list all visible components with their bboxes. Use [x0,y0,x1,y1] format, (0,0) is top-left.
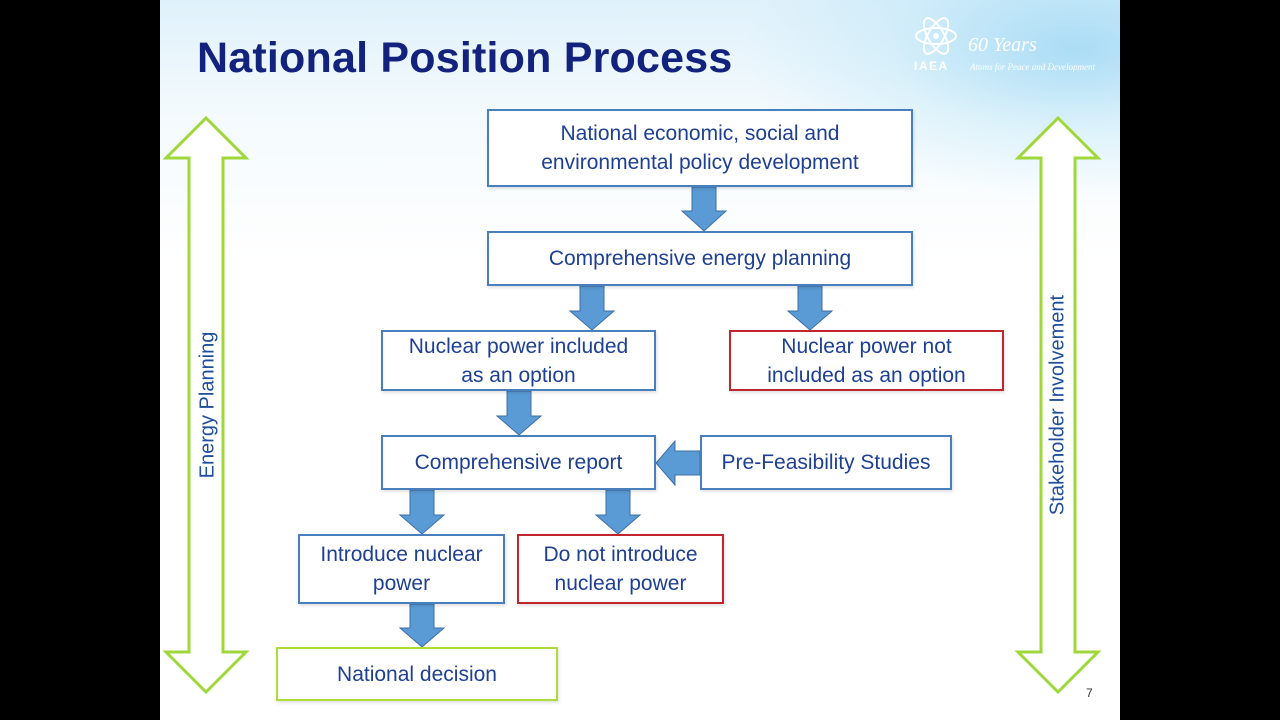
introduce-nuclear-box: Introduce nuclear power [298,534,505,604]
national-decision-text: National decision [337,662,497,686]
slide: National Position Process 60 Years IAEA … [160,0,1120,720]
arrow-included-to-report [495,390,543,436]
logo-org-text: IAEA [914,59,949,73]
energy-planning-double-arrow [162,115,250,695]
comprehensive-report-box: Comprehensive report [381,435,656,490]
arrow-prefeasibility-to-report [655,439,701,487]
diagram-arrows [162,115,1102,695]
do-not-introduce-line1: Do not introduce [543,543,698,566]
nuclear-not-included-line1: Nuclear power not [781,334,952,358]
arrow-introduce-to-decision [398,603,446,648]
nuclear-not-included-line2: included as an option [767,363,966,387]
nuclear-included-line2: as an option [461,363,576,387]
comprehensive-report-text: Comprehensive report [414,451,623,474]
policy-development-line1: National economic, social and [560,122,840,145]
slide-title: National Position Process [197,34,733,82]
arrow-report-to-introduce [398,489,446,535]
energy-planning-box: Comprehensive energy planning [487,231,913,286]
nuclear-not-included-box: Nuclear power not included as an option [729,330,1004,391]
nuclear-included-line1: Nuclear power included [408,334,629,358]
introduce-nuclear-line1: Introduce nuclear [320,543,483,566]
arrow-planning-to-not-included [786,285,834,331]
nuclear-included-box: Nuclear power included as an option [381,330,656,391]
stakeholder-involvement-label: Stakeholder Involvement [1046,294,1069,516]
prefeasibility-studies-box: Pre-Feasibility Studies [700,435,952,490]
stakeholder-involvement-double-arrow [1014,115,1102,695]
do-not-introduce-box: Do not introduce nuclear power [517,534,724,604]
atom-emblem-icon [915,17,957,55]
policy-development-box: National economic, social and environmen… [487,109,913,187]
prefeasibility-studies-text: Pre-Feasibility Studies [721,451,931,474]
page-number: 7 [1086,686,1093,700]
arrow-report-to-not-introduce [594,489,642,535]
iaea-logo: 60 Years IAEA Atoms for Peace and Develo… [908,12,1108,76]
energy-planning-text: Comprehensive energy planning [548,247,852,270]
introduce-nuclear-line2: power [372,572,431,595]
national-decision-box: National decision [276,647,558,701]
energy-planning-label: Energy Planning [196,331,219,479]
arrow-planning-to-included [568,285,616,331]
policy-development-line2: environmental policy development [541,151,859,174]
arrow-policy-to-planning [680,186,728,232]
logo-anniversary-text: 60 Years [968,34,1037,56]
logo-tagline: Atoms for Peace and Development [970,62,1095,72]
do-not-introduce-line2: nuclear power [554,572,687,595]
